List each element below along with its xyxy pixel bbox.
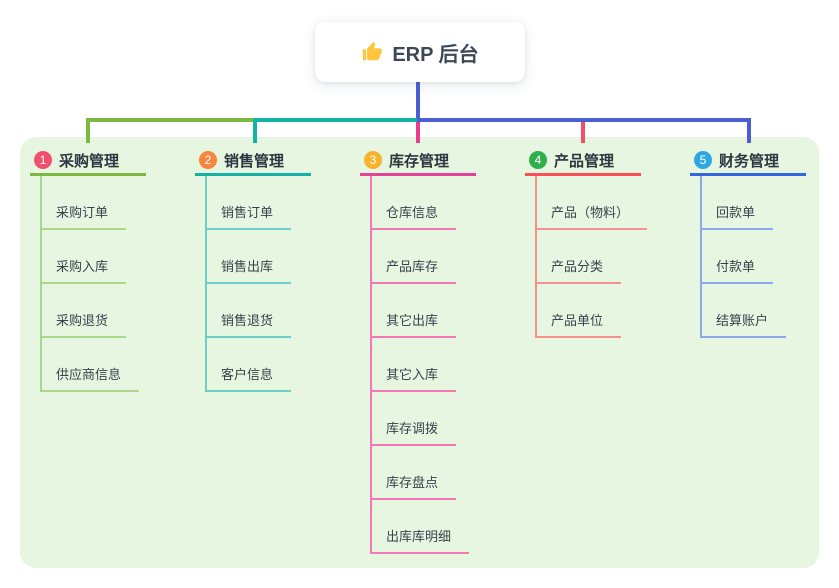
- branch-inventory: 3 库存管理 仓库信息 产品库存 其它出库 其它入库 库存调拨 库存盘点 出库库…: [360, 150, 520, 554]
- child-label[interactable]: 产品分类: [537, 256, 622, 284]
- branch-children: 采购订单 采购入库 采购退货 供应商信息: [40, 176, 190, 392]
- badge-4: 4: [529, 151, 547, 169]
- child-node: 库存盘点: [372, 446, 520, 500]
- badge-1: 1: [34, 151, 52, 169]
- branch-drop-line-finance: [747, 118, 751, 143]
- branch-product: 4 产品管理 产品（物料） 产品分类 产品单位: [525, 150, 685, 338]
- mindmap-panel: [20, 137, 819, 568]
- child-label[interactable]: 库存调拨: [372, 418, 457, 446]
- branch-title-sales[interactable]: 2 销售管理: [195, 150, 311, 176]
- bus-line-teal: [253, 118, 419, 122]
- child-label[interactable]: 产品单位: [537, 310, 622, 338]
- child-node: 出库库明细: [372, 500, 520, 554]
- child-label[interactable]: 回款单: [702, 202, 774, 230]
- child-node: 销售出库: [207, 230, 355, 284]
- branch-title-inventory[interactable]: 3 库存管理: [360, 150, 476, 176]
- child-label[interactable]: 结算账户: [702, 310, 787, 338]
- branch-title-finance[interactable]: 5 财务管理: [690, 150, 806, 176]
- child-label[interactable]: 客户信息: [207, 364, 292, 392]
- child-label[interactable]: 采购退货: [42, 310, 127, 338]
- child-label[interactable]: 产品库存: [372, 256, 457, 284]
- child-node: 产品分类: [537, 230, 685, 284]
- badge-5: 5: [694, 151, 712, 169]
- child-node: 付款单: [702, 230, 839, 284]
- thumbs-up-icon: [361, 41, 383, 63]
- branch-title-purchase[interactable]: 1 采购管理: [30, 150, 146, 176]
- branch-drop-line-inventory: [416, 121, 420, 143]
- child-node: 回款单: [702, 176, 839, 230]
- branch-children: 产品（物料） 产品分类 产品单位: [535, 176, 685, 338]
- child-label[interactable]: 出库库明细: [372, 526, 470, 554]
- child-node: 供应商信息: [42, 338, 190, 392]
- child-label[interactable]: 付款单: [702, 256, 774, 284]
- child-label[interactable]: 仓库信息: [372, 202, 457, 230]
- branch-drop-line-sales: [253, 118, 257, 143]
- child-node: 其它入库: [372, 338, 520, 392]
- badge-2: 2: [199, 151, 217, 169]
- branch-finance: 5 财务管理 回款单 付款单 结算账户: [690, 150, 839, 338]
- branch-children: 仓库信息 产品库存 其它出库 其它入库 库存调拨 库存盘点 出库库明细: [370, 176, 520, 554]
- branch-label: 采购管理: [59, 152, 120, 170]
- child-label[interactable]: 采购订单: [42, 202, 127, 230]
- child-label[interactable]: 其它出库: [372, 310, 457, 338]
- child-node: 产品单位: [537, 284, 685, 338]
- branch-title-product[interactable]: 4 产品管理: [525, 150, 641, 176]
- badge-3: 3: [364, 151, 382, 169]
- child-label[interactable]: 销售订单: [207, 202, 292, 230]
- child-node: 采购退货: [42, 284, 190, 338]
- bus-line-indigo: [417, 118, 751, 122]
- child-node: 结算账户: [702, 284, 839, 338]
- child-node: 产品（物料）: [537, 176, 685, 230]
- branch-label: 销售管理: [224, 152, 285, 170]
- child-label[interactable]: 库存盘点: [372, 472, 457, 500]
- root-label: ERP 后台: [392, 43, 479, 66]
- child-label[interactable]: 供应商信息: [42, 364, 140, 392]
- branch-children: 回款单 付款单 结算账户: [700, 176, 839, 338]
- child-node: 客户信息: [207, 338, 355, 392]
- child-node: 采购入库: [42, 230, 190, 284]
- child-label[interactable]: 产品（物料）: [537, 202, 648, 230]
- root-connector-line: [416, 80, 420, 120]
- branch-label: 库存管理: [389, 152, 450, 170]
- branch-label: 产品管理: [554, 152, 615, 170]
- branch-purchase: 1 采购管理 采购订单 采购入库 采购退货 供应商信息: [30, 150, 190, 392]
- root-node[interactable]: ERP 后台: [315, 22, 525, 82]
- child-label[interactable]: 销售退货: [207, 310, 292, 338]
- child-node: 库存调拨: [372, 392, 520, 446]
- branch-children: 销售订单 销售出库 销售退货 客户信息: [205, 176, 355, 392]
- branch-drop-line-purchase: [86, 118, 90, 143]
- child-node: 销售退货: [207, 284, 355, 338]
- child-label[interactable]: 销售出库: [207, 256, 292, 284]
- branch-label: 财务管理: [719, 152, 780, 170]
- child-label[interactable]: 其它入库: [372, 364, 457, 392]
- child-node: 仓库信息: [372, 176, 520, 230]
- child-label[interactable]: 采购入库: [42, 256, 127, 284]
- branch-sales: 2 销售管理 销售订单 销售出库 销售退货 客户信息: [195, 150, 355, 392]
- child-node: 销售订单: [207, 176, 355, 230]
- bus-line-green: [86, 118, 257, 122]
- child-node: 其它出库: [372, 284, 520, 338]
- child-node: 产品库存: [372, 230, 520, 284]
- child-node: 采购订单: [42, 176, 190, 230]
- branch-drop-line-product: [581, 121, 585, 143]
